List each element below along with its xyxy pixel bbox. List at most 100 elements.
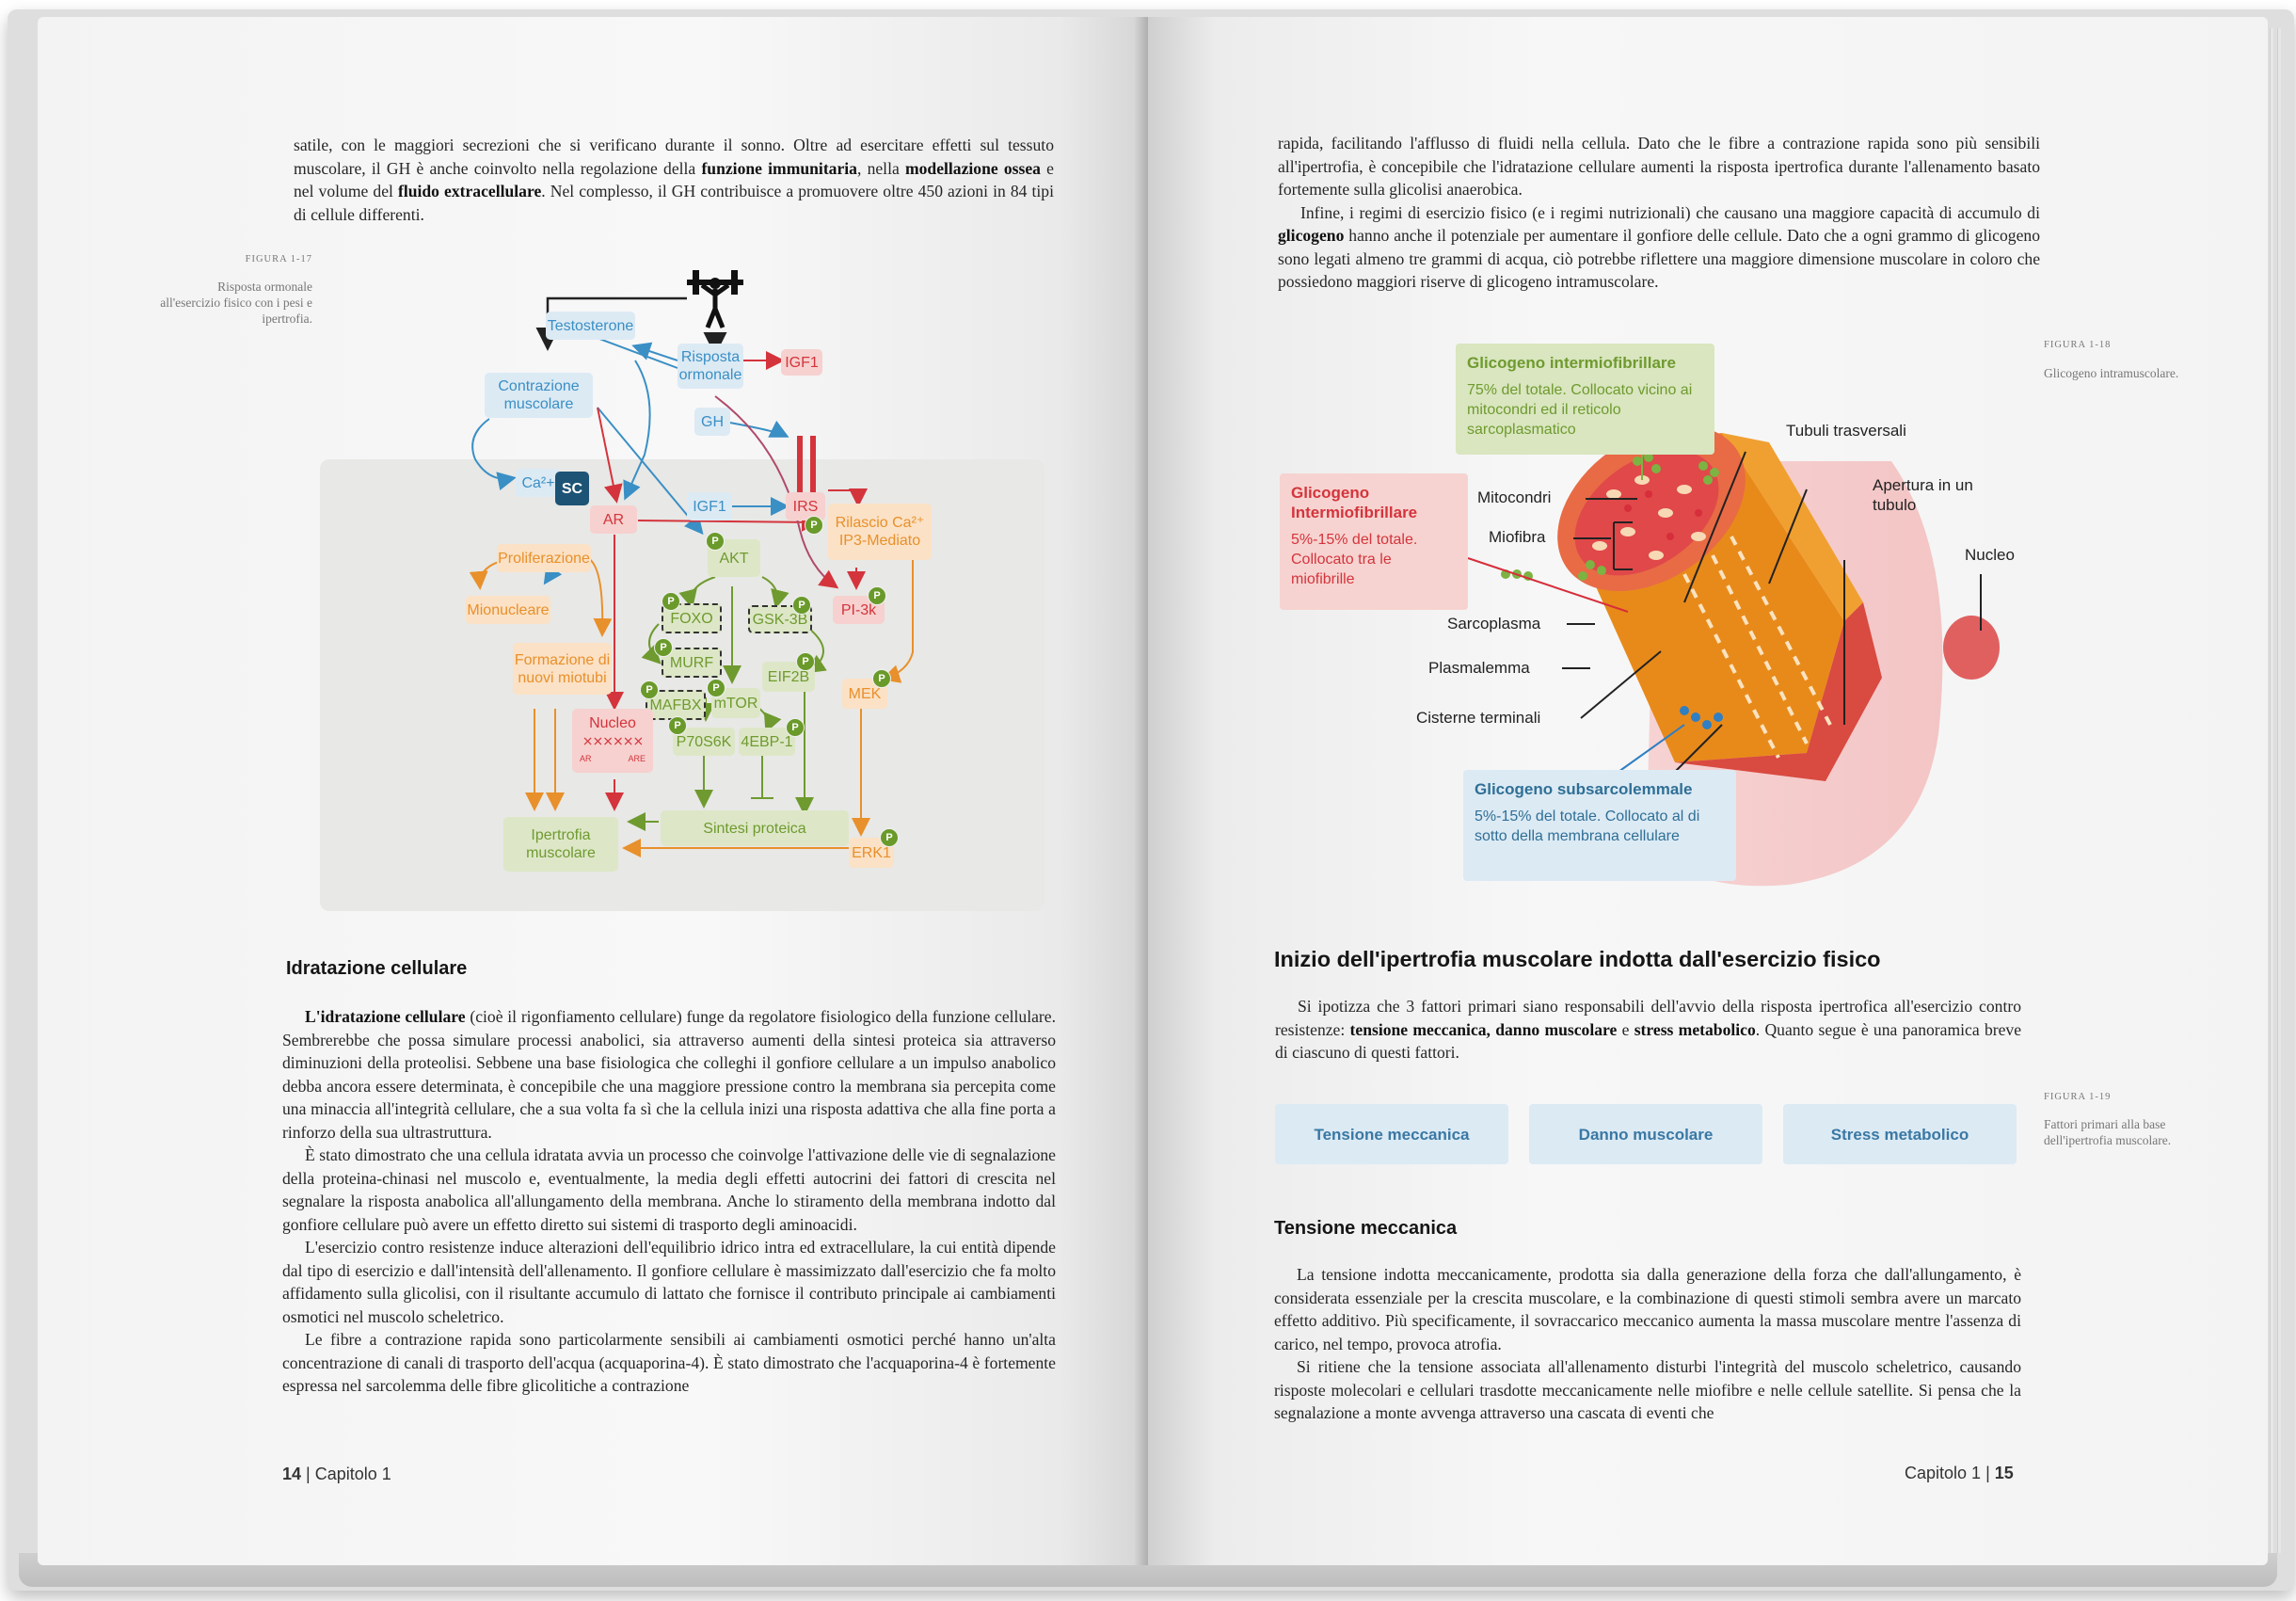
label-nucleo: Nucleo (1965, 546, 2015, 564)
node-formazione-miotubi: Formazione di nuovi miotubi (513, 643, 612, 695)
right-folio-separator: | (1981, 1464, 1995, 1482)
section-heading-idratazione: Idratazione cellulare (286, 958, 468, 979)
node-erk1: ERK1 (849, 838, 894, 868)
node-4ebp1: 4EBP-1 (739, 728, 795, 756)
paragraph: Le fibre a contrazione rapida sono parti… (282, 1328, 1056, 1398)
figure-1-17-label: FIGURA 1-17 (245, 254, 312, 264)
text-run: È stato dimostrato che una cellula idrat… (282, 1145, 1056, 1234)
myofibril-openings (1592, 475, 1706, 560)
phospho-badge: P (880, 828, 899, 847)
paragraph: satile, con le maggiori secrezioni che s… (294, 134, 1054, 226)
callout-green-title: Glicogeno intermiofibrillare (1467, 354, 1676, 372)
node-proliferazione: Proliferazione (497, 544, 591, 572)
text-run: . Quanto segue è una panoramica breve di… (1275, 1019, 2022, 1063)
right-intro-text: rapida, facilitando l'afflusso di fluidi… (1278, 132, 2040, 294)
bold-term: glicogeno (1278, 226, 1345, 245)
label-cisterne-terminali: Cisterne terminali (1416, 709, 1541, 727)
phospho-badge: P (668, 716, 687, 735)
phospho-badge: P (786, 718, 805, 737)
figure-1-19-label: FIGURA 1-19 (2044, 1092, 2112, 1102)
figure-1-18-label: FIGURA 1-18 (2044, 340, 2112, 350)
bold-term: funzione immunitaria (701, 158, 857, 178)
label-sarcoplasma: Sarcoplasma (1447, 615, 1541, 632)
node-sc: SC (555, 472, 589, 505)
node-calcium: Ca²+ (516, 469, 561, 497)
section-heading-inizio-ipertrofia: Inizio dell'ipertrofia muscolare indotta… (1274, 947, 1881, 971)
factor-stress-metabolico: Stress metabolico (1783, 1104, 2017, 1164)
node-ar: AR (590, 505, 637, 534)
weightlifter-icon (687, 270, 743, 328)
text-run: L'esercizio contro resistenze induce alt… (282, 1238, 1056, 1326)
node-sintesi-proteica: Sintesi proteica (661, 810, 849, 846)
node-testosterone: Testosterone (546, 312, 635, 340)
node-irs: IRS (786, 492, 825, 520)
left-folio-chapter: Capitolo 1 (314, 1465, 391, 1483)
node-risposta-ormonale: Risposta ormonale (678, 344, 743, 389)
callout-blue-desc: 5%-15% del totale. Collocato al di sotto… (1475, 809, 1700, 844)
phospho-badge: P (707, 679, 725, 697)
phospho-badge: P (872, 669, 891, 688)
text-run: rapida, facilitando l'afflusso di fluidi… (1278, 134, 2040, 199)
left-folio: 14 | Capitolo 1 (282, 1465, 391, 1484)
phospho-badge: P (796, 652, 815, 671)
node-igf1: IGF1 (687, 492, 732, 520)
phospho-badge: P (662, 592, 680, 611)
callout-red-desc: 5%-15% del totale. Collocato tra le miof… (1291, 532, 1418, 587)
left-page-number: 14 (282, 1465, 302, 1483)
paragraph: rapida, facilitando l'afflusso di fluidi… (1278, 132, 2040, 201)
left-intro-text: satile, con le maggiori secrezioni che s… (294, 134, 1054, 226)
text-run: (cioè il rigonfiamento cellulare) funge … (282, 1007, 1056, 1142)
paragraph: L'esercizio contro resistenze induce alt… (282, 1236, 1056, 1328)
text-run: Si ipotizza che 3 fattori primari siano … (1275, 997, 2021, 1039)
text-run: La tensione indotta meccanicamente, prod… (1274, 1265, 2021, 1353)
node-contrazione-muscolare: Contrazione muscolare (485, 373, 593, 418)
text-run: , nella (856, 158, 905, 178)
text-run: Si ritiene che la tensione associata all… (1274, 1357, 2021, 1422)
text-run: Infine, i regimi di esercizio fisico (e … (1300, 202, 2040, 222)
phospho-badge: P (868, 586, 886, 605)
node-pi3k: PI-3k (833, 596, 885, 624)
right-body-text: La tensione indotta meccanicamente, prod… (1274, 1263, 2021, 1425)
node-igf1-receptor: IGF1 (781, 349, 822, 376)
paragraph: L'idratazione cellulare (cioè il rigonfi… (282, 1005, 1056, 1144)
right-folio: Capitolo 1 | 15 (1905, 1464, 2014, 1483)
page-edge (2277, 28, 2281, 1553)
node-mionucleare: Mionucleare (466, 596, 550, 624)
hormonal-response-diagram: Testosterone Risposta ormonale IGF1 Cont… (273, 257, 1054, 916)
dna-icon: ⨯⨯⨯⨯⨯⨯ (582, 732, 644, 748)
bold-term: stress metabolico (1634, 1019, 1756, 1039)
label-tubuli-trasversali: Tubuli trasversali (1786, 422, 1906, 440)
page-edge (2270, 28, 2273, 1553)
paragraph: Si ipotizza che 3 fattori primari siano … (1275, 995, 2021, 1065)
label-apertura-tubulo: Apertura in un tubulo (1873, 476, 1973, 514)
phospho-badge: P (706, 532, 725, 551)
bold-term: fluido extracellulare (397, 182, 542, 200)
paragraph: Si ritiene che la tensione associata all… (1274, 1355, 2021, 1425)
left-body-text: L'idratazione cellulare (cioè il rigonfi… (282, 1005, 1056, 1398)
phospho-badge: P (792, 596, 811, 615)
glycogen-granules-green (1501, 453, 1719, 581)
right-folio-chapter: Capitolo 1 (1905, 1464, 1982, 1482)
node-mek: MEK (842, 679, 887, 709)
callout-blue-title: Glicogeno subsarcolemmale (1475, 780, 1693, 798)
node-rilascio-ca: Rilascio Ca²⁺ IP3-Mediato (828, 504, 932, 560)
right-page-number: 15 (1994, 1464, 2014, 1482)
callout-lines (1562, 451, 1982, 773)
text-run: hanno anche il potenziale per aumentare … (1278, 226, 2040, 291)
factor-danno-muscolare: Danno muscolare (1529, 1104, 1762, 1164)
right-section-text: Si ipotizza che 3 fattori primari siano … (1275, 995, 2021, 1065)
label-mitocondri: Mitocondri (1477, 488, 1552, 506)
dna-ar-label: AR (580, 753, 592, 763)
paragraph: Infine, i regimi di esercizio fisico (e … (1278, 201, 2040, 294)
left-folio-separator: | (301, 1465, 315, 1483)
paragraph: La tensione indotta meccanicamente, prod… (1274, 1263, 2021, 1355)
callout-red-title: Glicogeno Intermiofibrillare (1291, 484, 1418, 521)
node-nucleo-label: Nucleo (589, 714, 636, 731)
left-page: satile, con le maggiori secrezioni che s… (38, 17, 1148, 1565)
phospho-badge: P (805, 516, 823, 535)
glycogen-granules-red (1624, 490, 1702, 540)
bold-term: modellazione ossea (904, 158, 1041, 178)
figure-1-17-caption: Risposta ormonale all'esercizio fisico c… (160, 280, 312, 326)
factor-tensione-meccanica: Tensione meccanica (1275, 1104, 1508, 1164)
phospho-badge: P (654, 638, 673, 657)
